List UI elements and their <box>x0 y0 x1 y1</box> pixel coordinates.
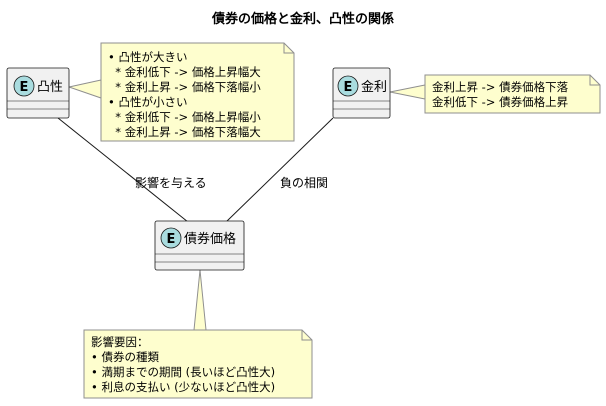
entity-rate[interactable]: E 金利 <box>332 67 391 119</box>
note-line: 影響要因： <box>91 335 149 349</box>
note-line: • 利息の支払い (少ないほど凸性大) <box>91 380 275 394</box>
note-line: * 金利低下 -> 価格上昇幅大 <box>108 65 261 79</box>
edge-rate-bond <box>225 117 334 223</box>
note-body <box>424 74 601 114</box>
entity-badge-icon <box>160 227 182 249</box>
note-connector-convexity <box>67 79 102 99</box>
entity-name: 凸性 <box>37 80 63 95</box>
edge-label-convexity-bond: 影響を与える <box>135 175 207 190</box>
note-bond: 影響要因： • 債券の種類 • 満期までの期間 (長いほど凸性大) • 利息の支… <box>83 329 313 399</box>
note-connector-bond <box>193 269 207 331</box>
entity-badge-letter: E <box>20 80 29 95</box>
entity-convexity[interactable]: E 凸性 <box>6 67 70 119</box>
entity-badge-icon <box>13 75 35 97</box>
note-line: 金利上昇 -> 債券価格下落 <box>432 80 569 94</box>
diagram-title: 債券の価格と金利、凸性の関係 <box>211 11 394 27</box>
note-line: * 金利上昇 -> 価格下落幅大 <box>108 125 261 139</box>
note-body <box>100 42 295 142</box>
entity-name: 金利 <box>361 79 387 95</box>
note-line: • 凸性が小さい <box>108 95 187 109</box>
note-corner-fold <box>589 75 600 86</box>
edge-convexity-bond <box>57 117 189 223</box>
note-connector-rate <box>389 84 426 100</box>
note-convexity: • 凸性が大きい * 金利低下 -> 価格上昇幅大 * 金利上昇 -> 価格下落… <box>100 42 295 142</box>
edge-label-rate-bond: 負の相関 <box>280 176 328 190</box>
note-line: * 金利低下 -> 価格上昇幅小 <box>108 110 261 124</box>
entity-bond[interactable]: E 債券価格 <box>154 220 245 271</box>
note-line: • 債券の種類 <box>91 350 159 364</box>
entity-badge-icon <box>337 75 359 97</box>
entity-badge-letter: E <box>167 232 176 247</box>
note-line: • 満期までの期間 (長いほど凸性大) <box>91 365 275 379</box>
entity-badge-letter: E <box>344 80 353 95</box>
note-line: • 凸性が大きい <box>108 50 187 64</box>
note-rate: 金利上昇 -> 債券価格下落 金利低下 -> 債券価格上昇 <box>424 74 601 114</box>
note-line: 金利低下 -> 債券価格上昇 <box>432 95 568 109</box>
note-line: * 金利上昇 -> 価格下落幅小 <box>108 80 261 94</box>
note-corner-fold <box>301 330 312 341</box>
note-body <box>83 329 313 399</box>
entity-name: 債券価格 <box>184 231 236 247</box>
note-corner-fold <box>283 43 294 54</box>
